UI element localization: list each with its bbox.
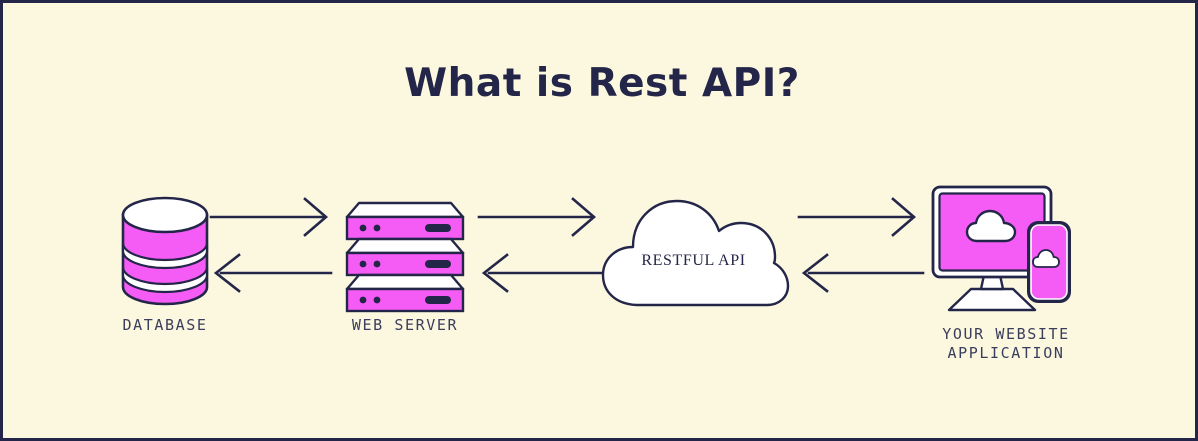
page-title: What is Rest API? xyxy=(404,61,800,106)
monitor-stand-base xyxy=(947,287,1037,312)
server-unit xyxy=(345,237,465,277)
arrows-webserver-restfulapi xyxy=(477,197,603,293)
caption-database: DATABASE xyxy=(122,316,208,334)
arrows-database-webserver xyxy=(209,197,333,293)
node-restful-api xyxy=(599,195,791,311)
monitor-cloud-icon xyxy=(965,209,1017,243)
node-web-server xyxy=(343,191,467,313)
cloud-label: RESTFUL API xyxy=(641,252,746,269)
phone-cloud-icon xyxy=(1032,249,1060,268)
node-client xyxy=(931,183,1079,318)
arrow-head-server-to-api xyxy=(571,197,596,237)
arrow-head-api-to-client xyxy=(891,197,916,237)
arrow-head-db-to-server xyxy=(303,197,328,237)
arrow-head-api-to-server xyxy=(481,253,509,293)
server-unit xyxy=(345,273,465,313)
arrows-restfulapi-client xyxy=(797,197,925,293)
server-unit xyxy=(345,201,465,241)
server-stack-icon xyxy=(345,201,465,313)
caption-client: YOUR WEBSITE APPLICATION xyxy=(942,325,1070,362)
monitor-and-phone-icon xyxy=(931,185,1071,312)
cloud-icon xyxy=(601,199,790,307)
arrow-head-client-to-api xyxy=(801,253,829,293)
caption-web-server: WEB SERVER xyxy=(351,316,459,334)
node-database xyxy=(115,191,215,313)
arrow-head-server-to-db xyxy=(213,253,241,293)
database-cylinder-icon xyxy=(121,196,209,306)
